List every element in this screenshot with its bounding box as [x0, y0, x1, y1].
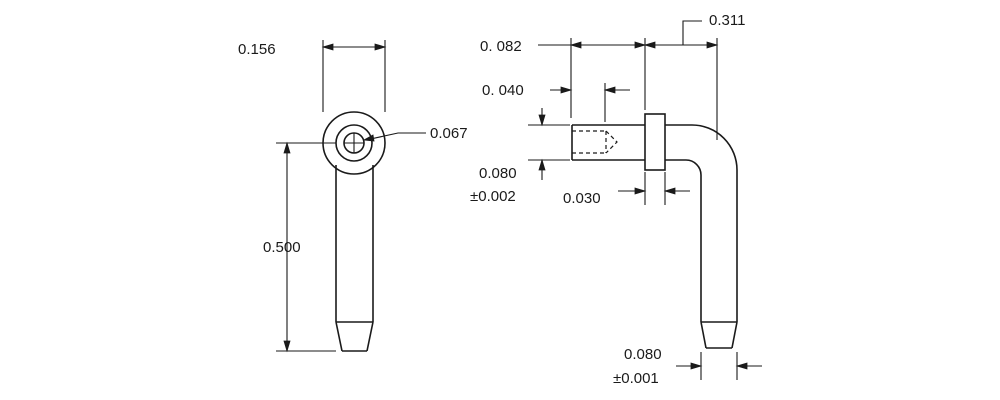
- collar-width-label: 0.030: [563, 190, 601, 207]
- pin-diameter-tolerance: ±0.002: [470, 188, 516, 205]
- width-dimension-label: 0.156: [238, 41, 276, 58]
- hole-depth-dimension-label: 0. 040: [482, 82, 524, 99]
- leg-diameter-tolerance: ±0.001: [613, 370, 659, 387]
- hole-dimension-label: 0.067: [430, 125, 468, 142]
- collar: [644, 113, 666, 171]
- pin-diameter-label: 0.080: [479, 165, 517, 182]
- side-view: [528, 20, 762, 380]
- offset-dimension-label: 0. 082: [480, 38, 522, 55]
- leg-diameter-label: 0.080: [624, 346, 662, 363]
- front-view: [276, 40, 426, 353]
- length-dimension-label: 0.500: [263, 239, 301, 256]
- overall-dimension-label: 0.311: [709, 12, 746, 29]
